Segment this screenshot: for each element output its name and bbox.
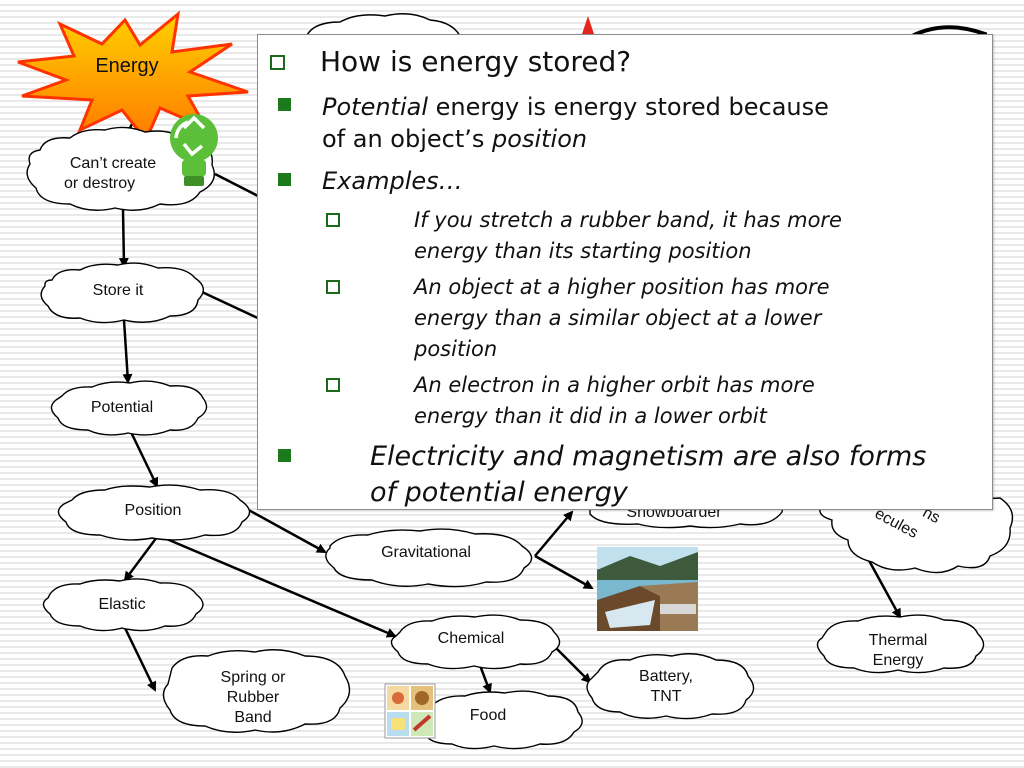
starburst-energy bbox=[17, 10, 249, 143]
arrow-cant-create-to-store bbox=[118, 209, 129, 268]
arrow-store-to-potential bbox=[122, 319, 133, 384]
thermal-label: Thermal Energy bbox=[848, 631, 948, 671]
electron-line1: An electron in a higher orbit has more bbox=[414, 373, 815, 397]
position-emphasis: position bbox=[492, 125, 588, 153]
thermal-line1: Thermal bbox=[868, 632, 928, 649]
cloud-elastic bbox=[42, 578, 204, 632]
electricity-line2: of potential energy bbox=[370, 477, 628, 508]
cloud-molecules bbox=[819, 497, 1014, 574]
battery-label: Battery, TNT bbox=[616, 667, 716, 707]
cant-create-line2: or destroy bbox=[64, 175, 136, 192]
arrow-position-to-elastic bbox=[123, 536, 159, 582]
cloud-store-it bbox=[40, 262, 204, 324]
gravitational-label: Gravitational bbox=[381, 544, 471, 561]
battery-line1: Battery, bbox=[639, 668, 693, 685]
cloud-thermal bbox=[816, 614, 985, 674]
spring-label: Spring or Rubber Band bbox=[198, 668, 308, 728]
cloud-battery bbox=[586, 653, 755, 720]
line-cant-create-right bbox=[214, 172, 263, 200]
food-label: Food bbox=[469, 707, 507, 724]
arrow-elastic-to-spring bbox=[123, 627, 157, 692]
callout-box: How is energy stored? Potential energy i… bbox=[257, 34, 993, 510]
examples-text: Examples… bbox=[322, 167, 463, 195]
position-label: Position bbox=[124, 502, 182, 519]
cloud-spring bbox=[162, 649, 351, 733]
arrow-position-to-chemical bbox=[161, 535, 397, 638]
higher-position-line2: energy than a similar object at a lower bbox=[414, 306, 822, 330]
solid-square-bullet-icon bbox=[278, 98, 291, 111]
electron-line2: energy than it did in a lower orbit bbox=[414, 404, 767, 428]
cloud-gravitational bbox=[325, 528, 533, 588]
definition-line2-text: of an object’s bbox=[322, 125, 493, 153]
hollow-square-bullet-icon bbox=[326, 378, 340, 392]
spring-line3: Band bbox=[234, 709, 272, 726]
spring-line1: Spring or bbox=[220, 669, 286, 686]
recycle-lightbulb-icon bbox=[170, 114, 218, 186]
hollow-square-bullet-icon bbox=[326, 213, 340, 227]
hollow-square-bullet-icon bbox=[270, 55, 285, 70]
cloud-food bbox=[418, 690, 583, 750]
definition-line2: of an object’s position bbox=[322, 123, 587, 155]
starburst-icon bbox=[17, 10, 249, 143]
elastic-label: Elastic bbox=[98, 596, 146, 613]
definition-text: energy is energy stored because bbox=[428, 93, 829, 121]
arrow-gravitational-to-dam bbox=[534, 554, 594, 590]
cloud-top-partial bbox=[304, 13, 463, 41]
cant-create-line1: Can’t create bbox=[69, 155, 157, 172]
battery-line2: TNT bbox=[650, 688, 682, 705]
energy-label: Energy bbox=[95, 55, 159, 77]
line-store-right bbox=[201, 290, 263, 322]
solid-square-bullet-icon bbox=[278, 173, 291, 186]
connector-lines bbox=[118, 97, 902, 694]
arrow-gravitational-to-snowboarder bbox=[534, 510, 574, 557]
rubber-band-line1: If you stretch a rubber band, it has mor… bbox=[414, 208, 842, 232]
food-groups-icon bbox=[384, 683, 436, 739]
potential-label: Potential bbox=[90, 399, 154, 416]
definition-line1: Potential energy is energy stored becaus… bbox=[322, 91, 829, 123]
electricity-line1: Electricity and magnetism are also forms bbox=[370, 441, 927, 472]
cloud-position bbox=[57, 484, 251, 541]
cloud-chemical bbox=[390, 614, 561, 670]
spring-line2: Rubber bbox=[226, 689, 280, 706]
chemical-label: Chemical bbox=[437, 630, 505, 647]
dam-picture bbox=[597, 547, 698, 631]
store-it-label: Store it bbox=[92, 282, 144, 299]
higher-position-line3: position bbox=[414, 337, 498, 361]
higher-position-line1: An object at a higher position has more bbox=[414, 275, 830, 299]
heading-text: How is energy stored? bbox=[320, 45, 632, 78]
thermal-line2: Energy bbox=[872, 652, 924, 669]
cloud-potential bbox=[50, 380, 208, 436]
hollow-square-bullet-icon bbox=[326, 280, 340, 294]
arrow-potential-to-position bbox=[128, 429, 159, 488]
rubber-band-line2: energy than its starting position bbox=[414, 239, 752, 263]
solid-square-bullet-icon bbox=[278, 449, 291, 462]
potential-emphasis: Potential bbox=[322, 93, 428, 121]
cloud-cant-create bbox=[26, 126, 215, 211]
cant-create-label: Can’t create or destroy bbox=[48, 154, 178, 194]
